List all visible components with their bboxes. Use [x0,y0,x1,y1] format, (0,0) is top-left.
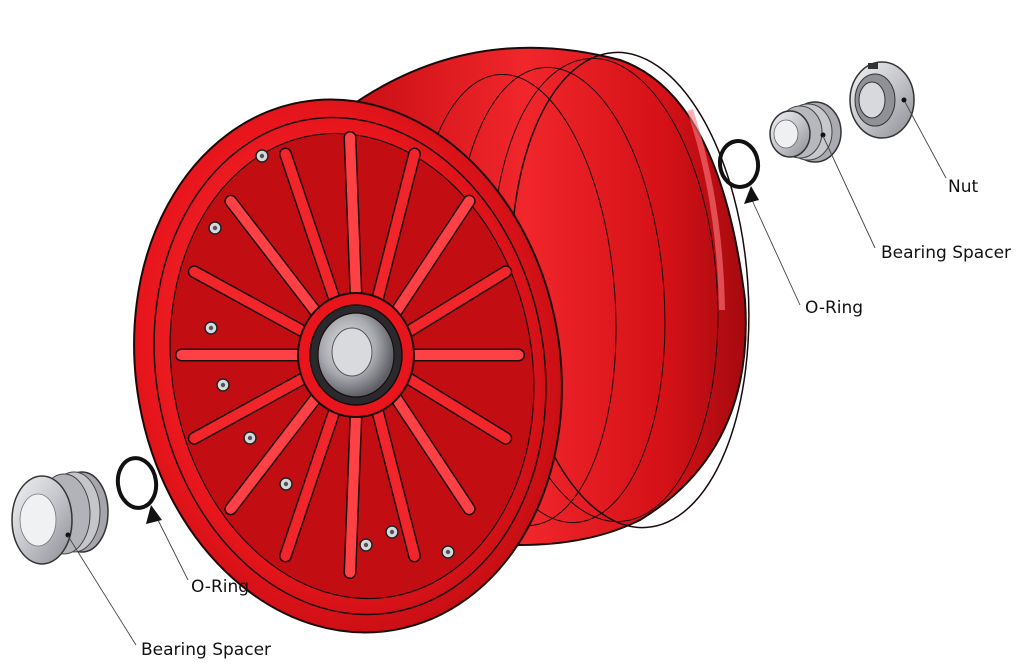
label-o-ring-left: O-Ring [191,577,249,597]
spoke [390,196,475,318]
leader-o-ring-right [751,199,801,306]
spoke [225,392,322,514]
bolt-socket [212,225,218,231]
spoke [402,372,511,444]
o-ring-right-part [717,139,761,189]
bearing-spacer-left-part [11,471,109,565]
spoke [225,196,322,318]
wheel-hub [297,292,415,418]
leader-bearing-spacer-right [822,135,876,249]
bolt-socket [247,435,253,441]
spoke [402,266,511,338]
spoke [345,410,361,578]
label-bearing-spacer-right: Bearing Spacer [881,243,1011,263]
bolt-socket [283,481,289,487]
o-ring-left-part [115,456,159,510]
label-o-ring-right: O-Ring [805,298,863,318]
wheel-bolts [204,149,455,559]
label-nut: Nut [948,177,978,197]
wheel-spokes [174,130,526,580]
arrow-o-ring-left [146,505,162,524]
bolt-socket [220,382,226,388]
arrow-o-ring-right [744,186,759,204]
spoke [189,372,310,444]
spoke [372,405,420,561]
leader-lines [67,101,947,646]
bolt-socket [259,153,265,159]
spoke [372,149,420,305]
spoke [390,392,475,514]
spoke [280,405,340,561]
bolt-socket [445,549,451,555]
spoke [345,132,361,300]
leader-nut [904,101,947,179]
spoke [280,149,340,305]
leader-bearing-spacer-left [67,535,137,646]
bolt-socket [389,529,395,535]
bolt-socket [208,325,214,331]
label-bearing-spacer-left: Bearing Spacer [141,640,271,660]
bolt-socket [363,542,369,548]
spoke [189,266,310,338]
nut-part [849,61,915,139]
bearing-spacer-right-part [769,101,842,163]
leader-o-ring-left [157,519,189,581]
